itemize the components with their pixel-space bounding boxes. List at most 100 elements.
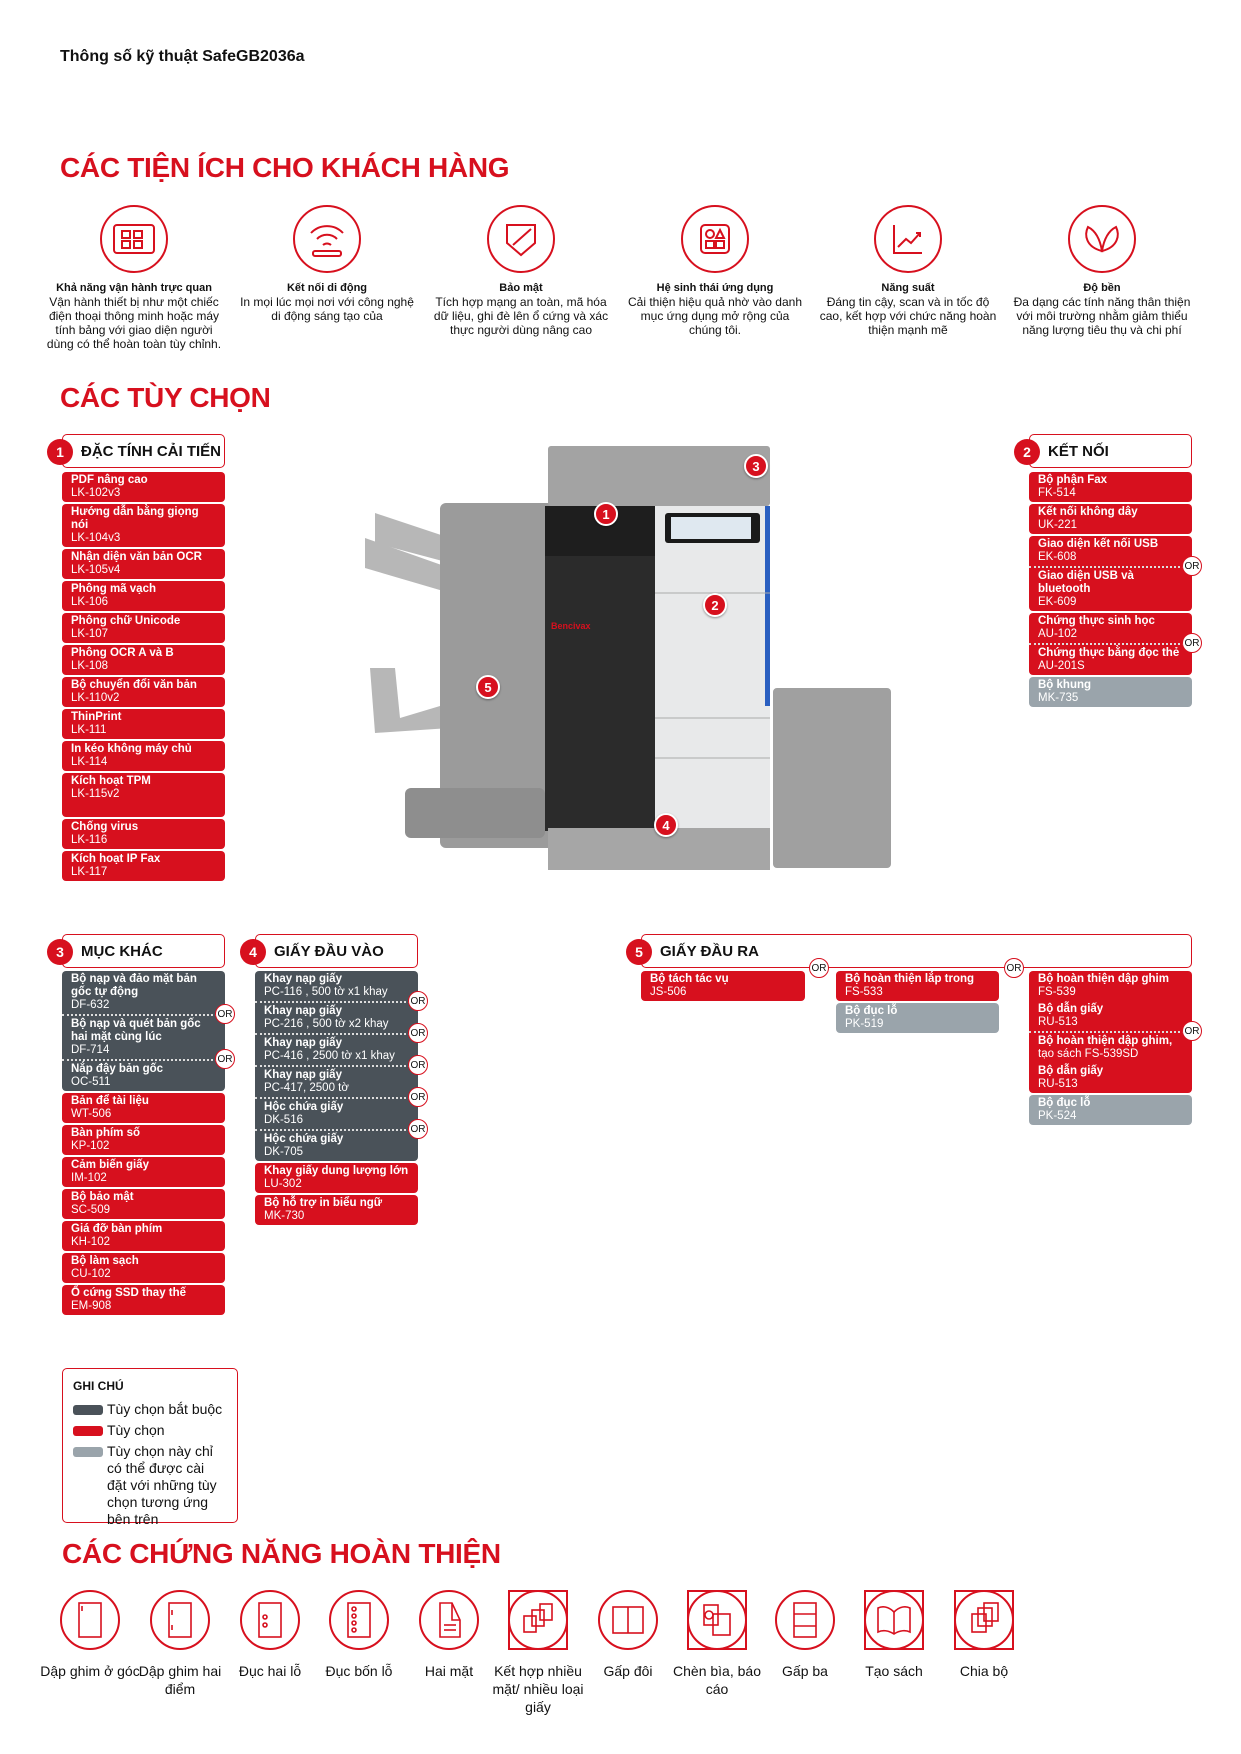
option-name: Bộ đục lỗ xyxy=(1038,1097,1091,1109)
shield-icon xyxy=(487,205,555,273)
option-code: FK-514 xyxy=(1038,487,1076,499)
benefit-title: Khả năng vận hành trực quan xyxy=(56,282,212,294)
option-name: Bộ làm sạch xyxy=(71,1255,139,1267)
leaf-icon xyxy=(1068,205,1136,273)
option-name: Bộ bảo mật xyxy=(71,1191,134,1203)
option-code: RU-513 xyxy=(1038,1016,1078,1028)
benefit-description: Tích hợp mạng an toàn, mã hóa dữ liệu, g… xyxy=(433,295,609,337)
legend-item-conditional: Tùy chọn này chỉ có thể được cài đặt với… xyxy=(73,1443,227,1528)
option-code: LK-115v2 xyxy=(71,788,120,800)
finishing-item: Chia bộ xyxy=(934,1590,1034,1680)
option-name: Kích hoạt IP Fax xyxy=(71,853,161,865)
document-title: Thông số kỹ thuật SafeGB2036a xyxy=(60,48,305,65)
option-name: Nắp đậy bản gốc xyxy=(71,1063,164,1075)
wireless-icon xyxy=(293,205,361,273)
option-code: PC-416 , 2500 tờ x1 khay xyxy=(264,1050,395,1062)
option-name: Bản để tài liệu xyxy=(71,1095,149,1107)
legend-item-required: Tùy chọn bắt buộc xyxy=(73,1401,227,1418)
option-name: Khay nạp giấy xyxy=(264,1037,342,1049)
section-number: 4 xyxy=(240,939,266,965)
option-code: LK-114 xyxy=(71,756,108,768)
legend: GHI CHÚ Tùy chọn bắt buộc Tùy chọn Tùy c… xyxy=(62,1368,238,1527)
finishing-item: Gấp ba xyxy=(755,1590,855,1680)
legend-title: GHI CHÚ xyxy=(73,1379,124,1393)
option-name: Chống virus xyxy=(71,821,139,833)
printer-illustration: Bencivax 1 2 3 4 5 xyxy=(355,443,900,875)
option-code: LK-116 xyxy=(71,834,108,846)
finishing-label: Đục hai lỗ xyxy=(238,1663,302,1679)
callout-1: 1 xyxy=(594,502,618,526)
benefit-title: Kết nối di động xyxy=(286,282,368,294)
or-badge: OR xyxy=(809,958,829,978)
options-heading: CÁC TÙY CHỌN xyxy=(60,382,271,413)
option-code: EK-608 xyxy=(1038,551,1077,563)
option-name: Chứng thực bằng đọc thẻ xyxy=(1038,647,1180,659)
option-name: Cảm biến giấy xyxy=(71,1159,149,1171)
finishing-item: Tạo sách xyxy=(844,1590,944,1680)
option-code: MK-730 xyxy=(264,1210,305,1222)
option-name: Bộ dẫn giấy xyxy=(1038,1065,1104,1077)
option-name: Hướng dẫn bằng giọng nói xyxy=(71,506,199,531)
option-name: Chứng thực sinh học xyxy=(1038,615,1155,627)
half-fold-icon xyxy=(598,1590,658,1650)
option-code: PK-524 xyxy=(1038,1110,1077,1122)
option-code: PC-417, 2500 tờ xyxy=(264,1082,349,1094)
option-name: Phông OCR A và B xyxy=(71,647,174,659)
option-name: Nhận diện văn bản OCR xyxy=(71,551,202,563)
section-number: 5 xyxy=(626,939,652,965)
mixed-media-icon xyxy=(508,1590,568,1650)
option-code: EK-609 xyxy=(1038,596,1077,608)
option-code: KH-102 xyxy=(71,1236,110,1248)
option-name: Bộ dẫn giấy xyxy=(1038,1003,1104,1015)
benefit-description: Cải thiện hiệu quả nhờ vào danh mục ứng … xyxy=(628,295,802,337)
benefits-heading: CÁC TIỆN ÍCH CHO KHÁCH HÀNG xyxy=(60,152,510,183)
section-number: 1 xyxy=(47,439,73,465)
or-badge: OR xyxy=(215,1049,235,1069)
option-code: FS-533 xyxy=(845,986,883,998)
option-code: PC-116 , 500 tờ x1 khay xyxy=(264,986,388,998)
option-code: LK-108 xyxy=(71,660,109,672)
finishing-item: Kết hợp nhiều mặt/ nhiều loại giấy xyxy=(488,1590,588,1716)
option-name: Hộc chứa giấy xyxy=(264,1101,344,1113)
benefit-title: Năng suất xyxy=(881,282,935,294)
finishing-item: Dập ghim ở góc xyxy=(40,1590,140,1680)
finishing-item: Đục bốn lỗ xyxy=(309,1590,409,1680)
option-name: Bộ hoàn thiện dập ghim, xyxy=(1038,1035,1173,1047)
option-code: EM-908 xyxy=(71,1300,112,1312)
option-name: Bộ hoàn thiện dập ghim xyxy=(1038,973,1169,985)
option-name: Bộ chuyển đổi văn bản xyxy=(71,679,197,691)
option-name: Bộ nạp và đảo mặt bản gốc tự động xyxy=(71,973,197,998)
option-code: LK-102v3 xyxy=(71,487,121,499)
finishing-label: Dập ghim ở góc xyxy=(40,1663,140,1679)
